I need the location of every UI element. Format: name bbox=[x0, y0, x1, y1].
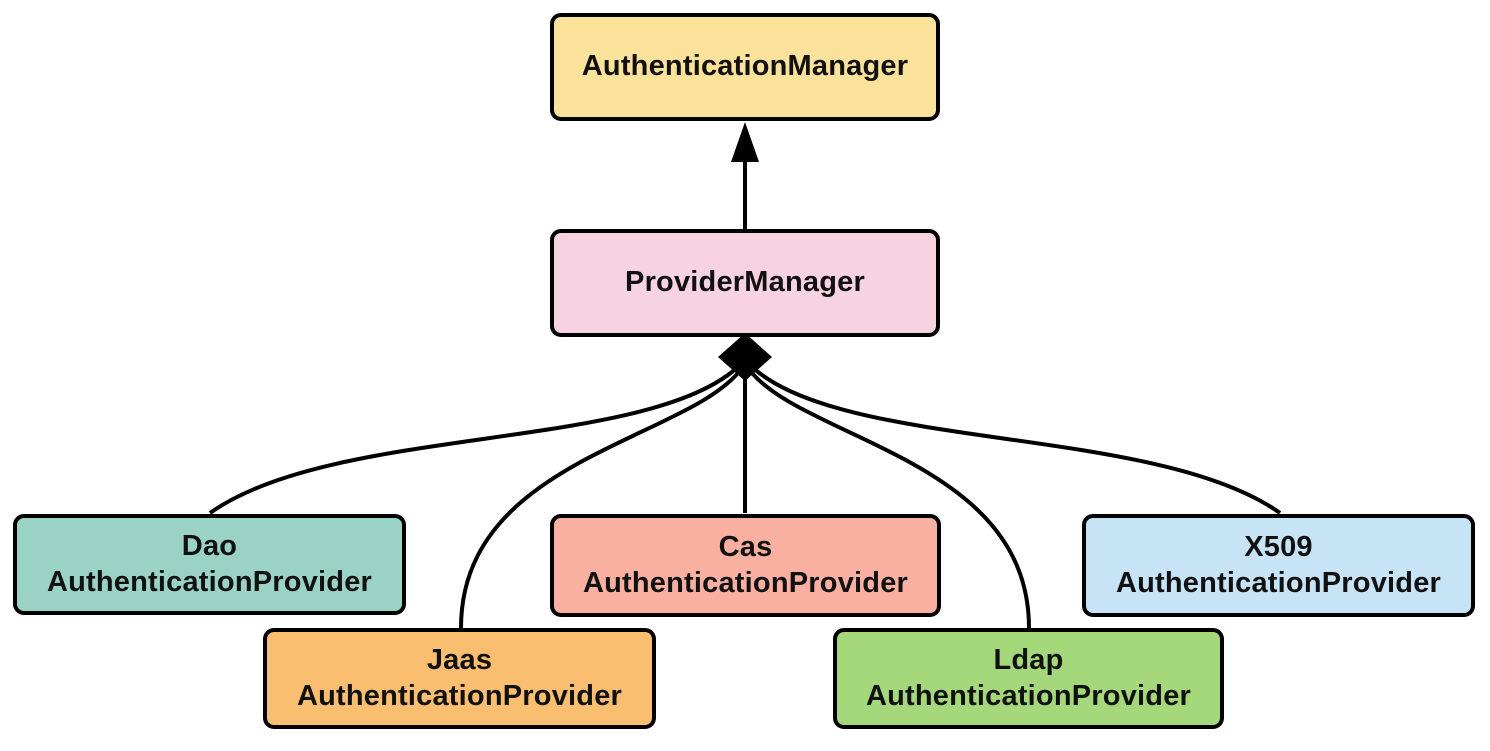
node-dao-label-line2: AuthenticationProvider bbox=[46, 565, 373, 598]
node-cas-authentication-provider: Cas AuthenticationProvider bbox=[550, 514, 941, 617]
node-jaas-label-line2: AuthenticationProvider bbox=[296, 679, 623, 712]
node-jaas-authentication-provider: Jaas AuthenticationProvider bbox=[263, 628, 656, 729]
arrowhead-icon bbox=[731, 122, 759, 162]
node-authentication-manager-label: AuthenticationManager bbox=[581, 50, 909, 83]
node-ldap-label-line1: Ldap bbox=[993, 644, 1064, 677]
edge-jaas-to-providermanager bbox=[459, 366, 744, 629]
edge-lines bbox=[208, 152, 1282, 629]
node-ldap-authentication-provider: Ldap AuthenticationProvider bbox=[833, 628, 1224, 729]
node-cas-label-line1: Cas bbox=[718, 531, 773, 564]
node-authentication-manager: AuthenticationManager bbox=[550, 13, 940, 121]
node-dao-authentication-provider: Dao AuthenticationProvider bbox=[13, 514, 406, 615]
node-jaas-label-line1: Jaas bbox=[426, 644, 493, 677]
node-ldap-label-line2: AuthenticationProvider bbox=[865, 679, 1192, 712]
node-provider-manager-label: ProviderManager bbox=[625, 266, 865, 299]
node-cas-label-line2: AuthenticationProvider bbox=[582, 566, 909, 599]
node-x509-authentication-provider: X509 AuthenticationProvider bbox=[1082, 514, 1475, 617]
node-x509-label-line2: AuthenticationProvider bbox=[1115, 566, 1442, 599]
edge-x509-to-providermanager bbox=[748, 363, 1282, 515]
composition-diamond-icon bbox=[718, 333, 772, 381]
edge-dao-to-providermanager bbox=[208, 363, 742, 515]
edge-ldap-to-providermanager bbox=[746, 366, 1031, 629]
node-x509-label-line1: X509 bbox=[1244, 531, 1313, 564]
node-dao-label-line1: Dao bbox=[181, 530, 238, 563]
node-provider-manager: ProviderManager bbox=[550, 229, 940, 337]
